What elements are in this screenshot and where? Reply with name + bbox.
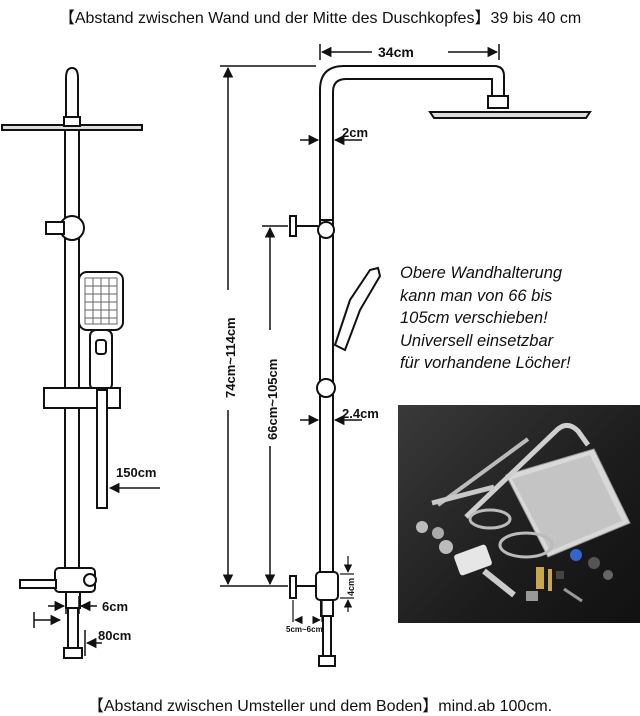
note-line: kann man von 66 bis xyxy=(400,286,553,305)
dim-span-80: 80cm xyxy=(98,628,131,643)
dim-pipe-2: 2cm xyxy=(342,125,368,140)
dim-34-arrows xyxy=(319,44,500,60)
dim-80-arrows xyxy=(33,612,102,656)
product-photo xyxy=(398,405,640,623)
front-view-shower xyxy=(1,66,143,659)
bracket-note: Obere Wandhalterung kann man von 66 bis … xyxy=(400,262,636,375)
hand-shower-pattern xyxy=(84,277,118,325)
note-line: für vorhandene Löcher! xyxy=(400,354,571,372)
dim-height-total: 74cm~114cm xyxy=(223,317,238,398)
side-view-shower xyxy=(289,65,592,667)
note-line: Universell einsetzbar xyxy=(400,331,554,350)
dim-width-34: 34cm xyxy=(378,44,414,60)
dim-height-bracket: 66cm~105cm xyxy=(265,359,280,440)
dim-pipe-2-4: 2.4cm xyxy=(342,406,379,421)
note-line: Obere Wandhalterung xyxy=(400,264,563,282)
dim-mixer-4: 4cm xyxy=(346,578,356,596)
dim-4-arrows xyxy=(340,556,354,612)
top-caption: 【Abstand zwischen Wand und der Mitte des… xyxy=(58,10,582,27)
product-parts-illustration xyxy=(416,423,631,603)
dim-spacing-5-6: 5cm~6cm xyxy=(286,625,323,634)
dim-5-6-arrows xyxy=(292,600,323,625)
note-line: 105cm verschieben! xyxy=(400,309,548,327)
bottom-caption: 【Abstand zwischen Umsteller und dem Bode… xyxy=(87,698,553,715)
dim-offset-6: 6cm xyxy=(102,599,128,614)
dim-6-arrows xyxy=(48,596,97,614)
dim-total-height-arrows xyxy=(220,65,316,587)
dim-hose-150: 150cm xyxy=(116,465,156,480)
dim-bracket-height-arrows xyxy=(262,225,288,586)
